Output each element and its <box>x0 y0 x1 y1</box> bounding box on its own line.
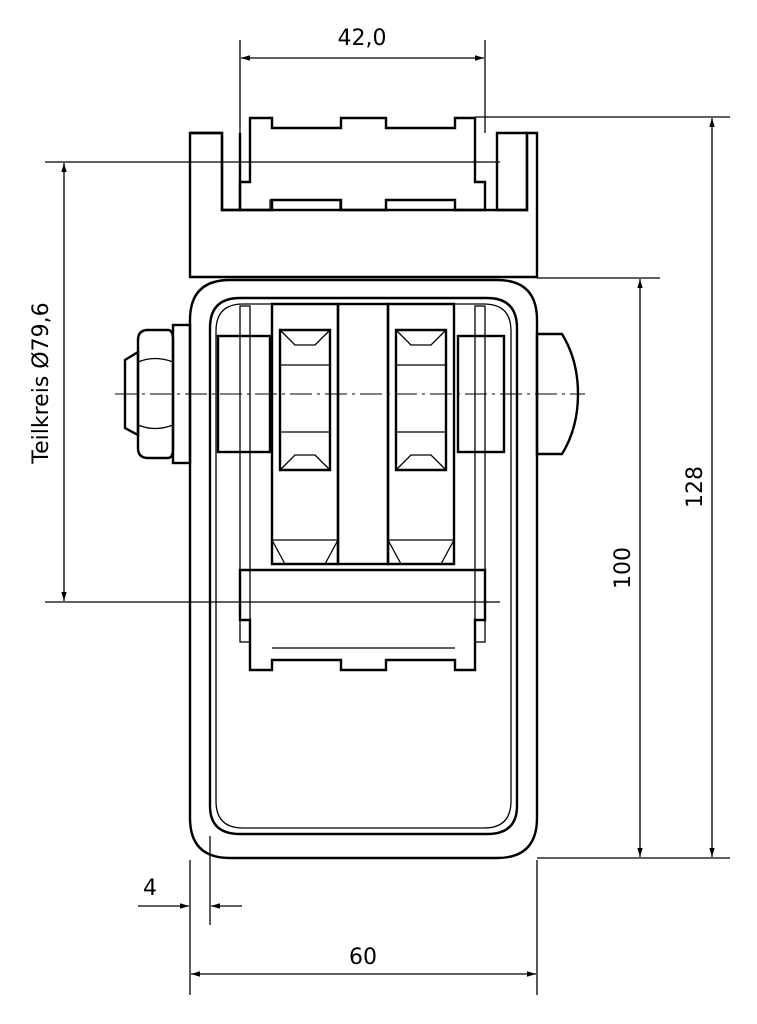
u-frame-section <box>188 278 539 860</box>
top-housing-section <box>188 116 539 279</box>
dimension-pitch-circle: Teilkreis Ø79,6 <box>29 163 67 601</box>
dimension-top-width: 42,0 <box>239 26 486 133</box>
dimension-top-width-text: 42,0 <box>338 26 387 51</box>
inner-mechanism <box>216 302 506 672</box>
center-lines <box>45 161 585 603</box>
dimension-overall-width-text: 60 <box>349 945 377 970</box>
dimension-wall-thickness: 4 <box>138 836 242 995</box>
dimension-pitch-circle-text: Teilkreis Ø79,6 <box>29 302 54 464</box>
dimension-overall-height: 128 <box>475 116 730 859</box>
dimension-overall-height-text: 128 <box>683 466 708 508</box>
dimension-inner-height-text: 100 <box>611 547 636 589</box>
dimension-overall-width: 60 <box>191 860 538 995</box>
dimension-wall-thickness-text: 4 <box>143 876 157 901</box>
dimension-inner-height: 100 <box>537 277 660 857</box>
